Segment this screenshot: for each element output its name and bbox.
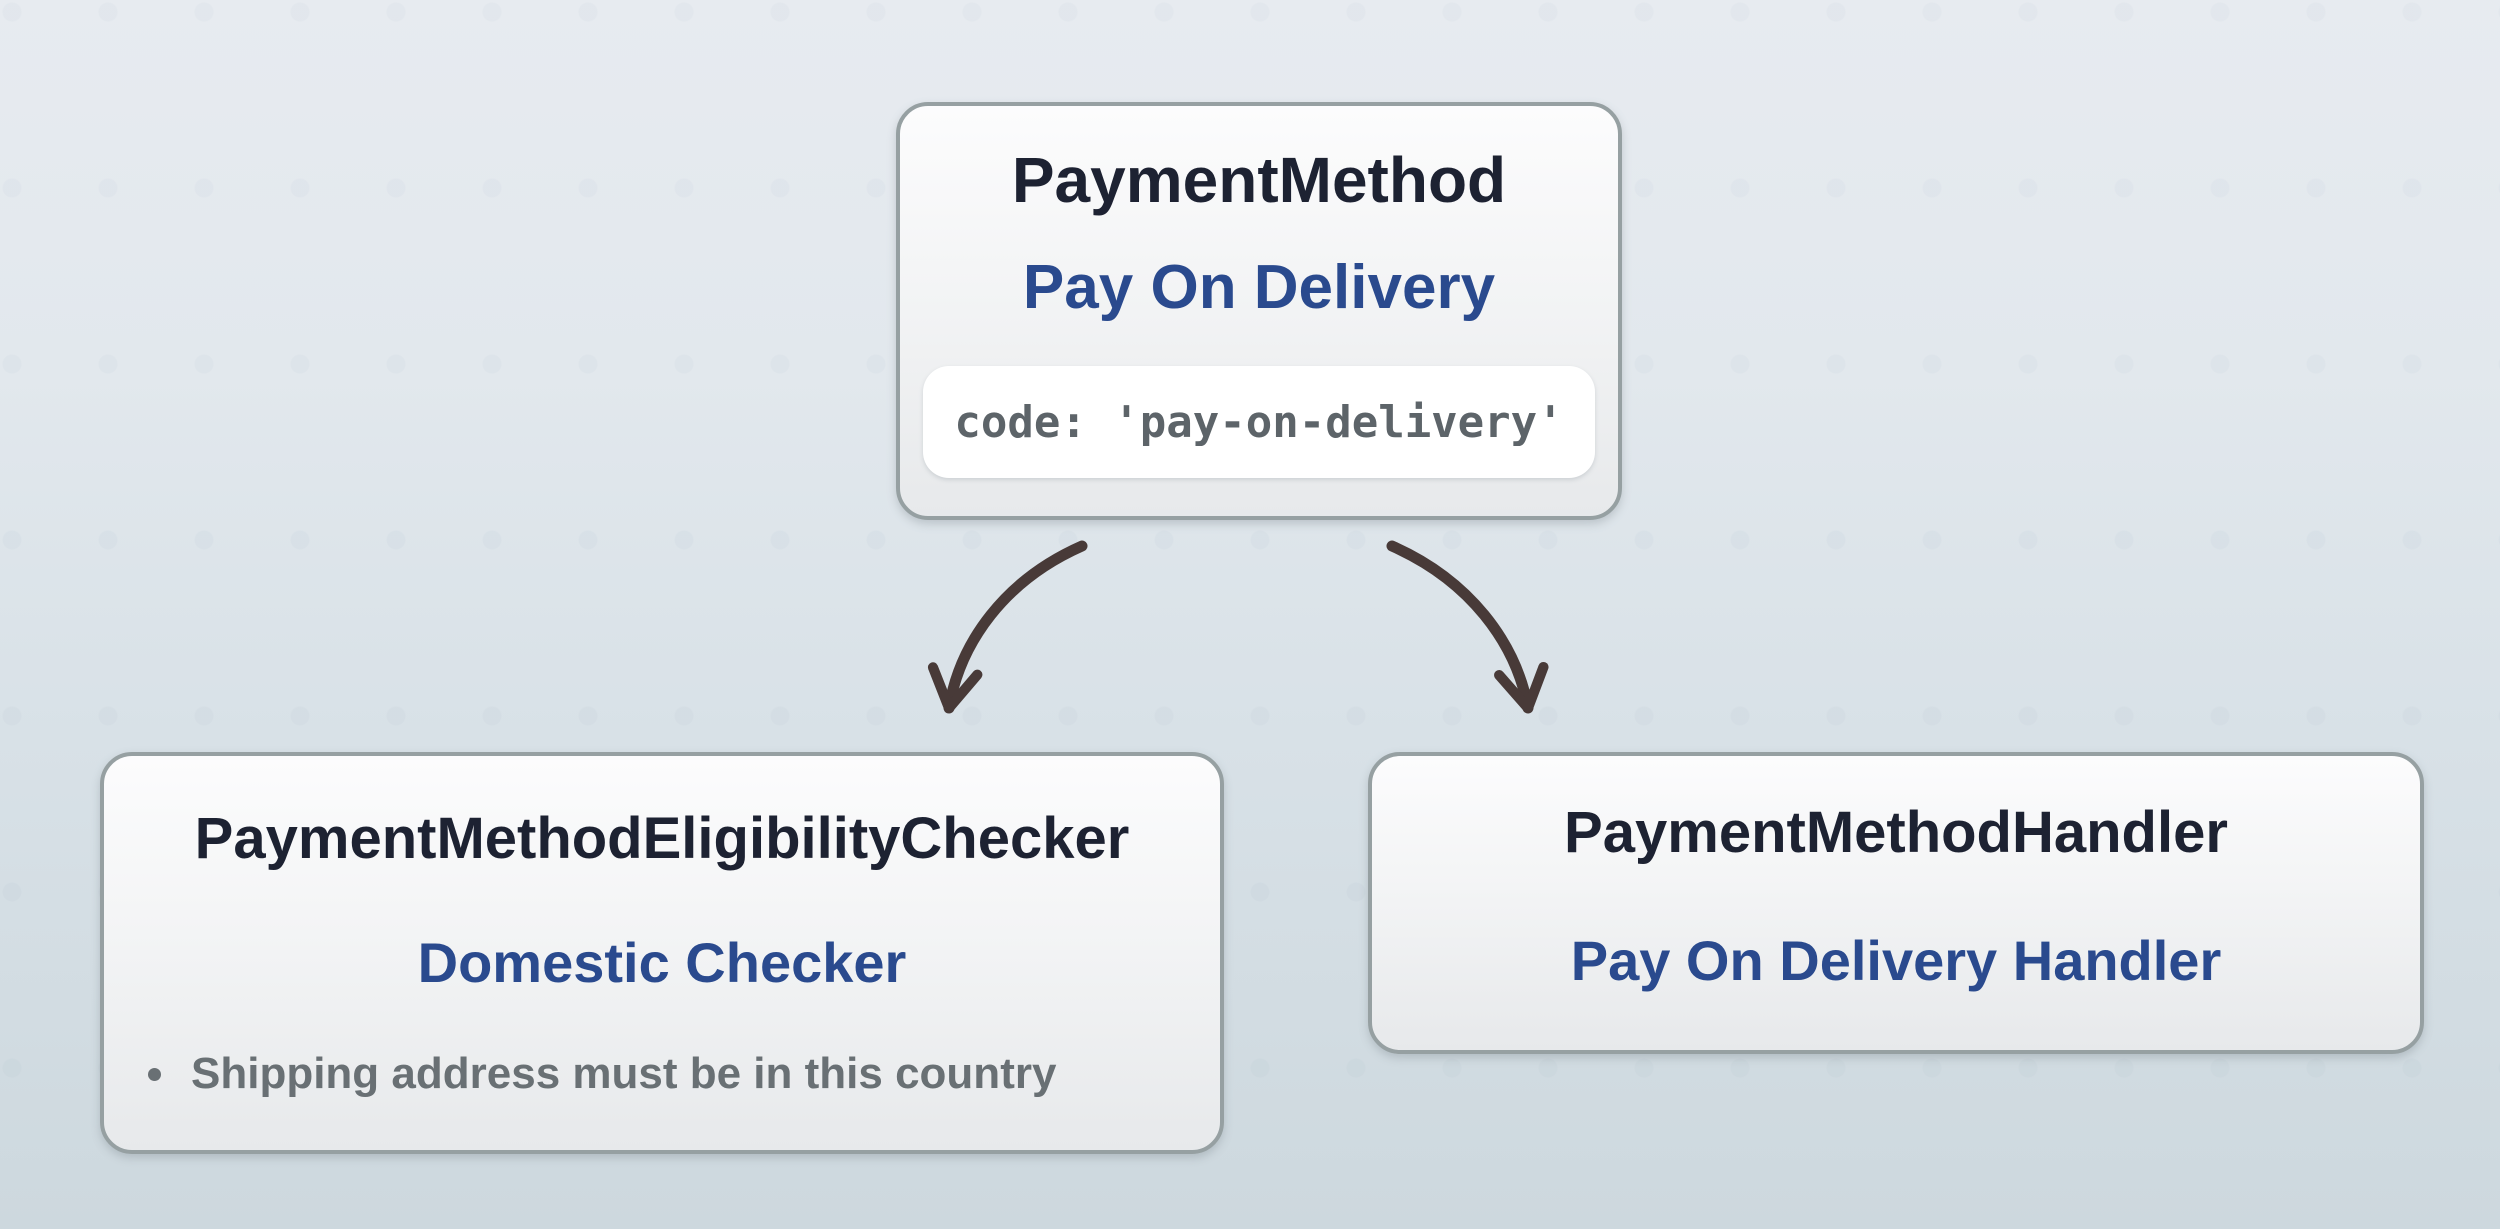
payment-method-title: PaymentMethod xyxy=(1011,144,1507,216)
eligibility-checker-bullet-item: Shipping address must be in this country xyxy=(104,1049,1220,1099)
handler-subtitle: Pay On Delivery Handler xyxy=(1570,928,2222,992)
eligibility-checker-subtitle: Domestic Checker xyxy=(417,930,907,994)
payment-method-code-badge: code: 'pay-on-delivery' xyxy=(923,366,1595,479)
edge-to-eligibility-checker-arrow-icon xyxy=(927,540,1088,714)
handler-title: PaymentMethodHandler xyxy=(1564,800,2228,865)
node-handler: PaymentMethodHandler Pay On Delivery Han… xyxy=(1368,752,2424,1054)
edge-to-handler-arrow-icon xyxy=(1386,540,1549,714)
node-payment-method: PaymentMethod Pay On Delivery code: 'pay… xyxy=(896,102,1622,520)
payment-method-code-text: code: 'pay-on-delivery' xyxy=(954,396,1564,448)
eligibility-checker-bullet-text: Shipping address must be in this country xyxy=(191,1049,1057,1099)
node-eligibility-checker: PaymentMethodEligibilityChecker Domestic… xyxy=(100,752,1224,1154)
eligibility-checker-title: PaymentMethodEligibilityChecker xyxy=(194,806,1130,871)
payment-method-subtitle: Pay On Delivery xyxy=(1022,253,1496,323)
bullet-dot-icon xyxy=(148,1067,161,1081)
